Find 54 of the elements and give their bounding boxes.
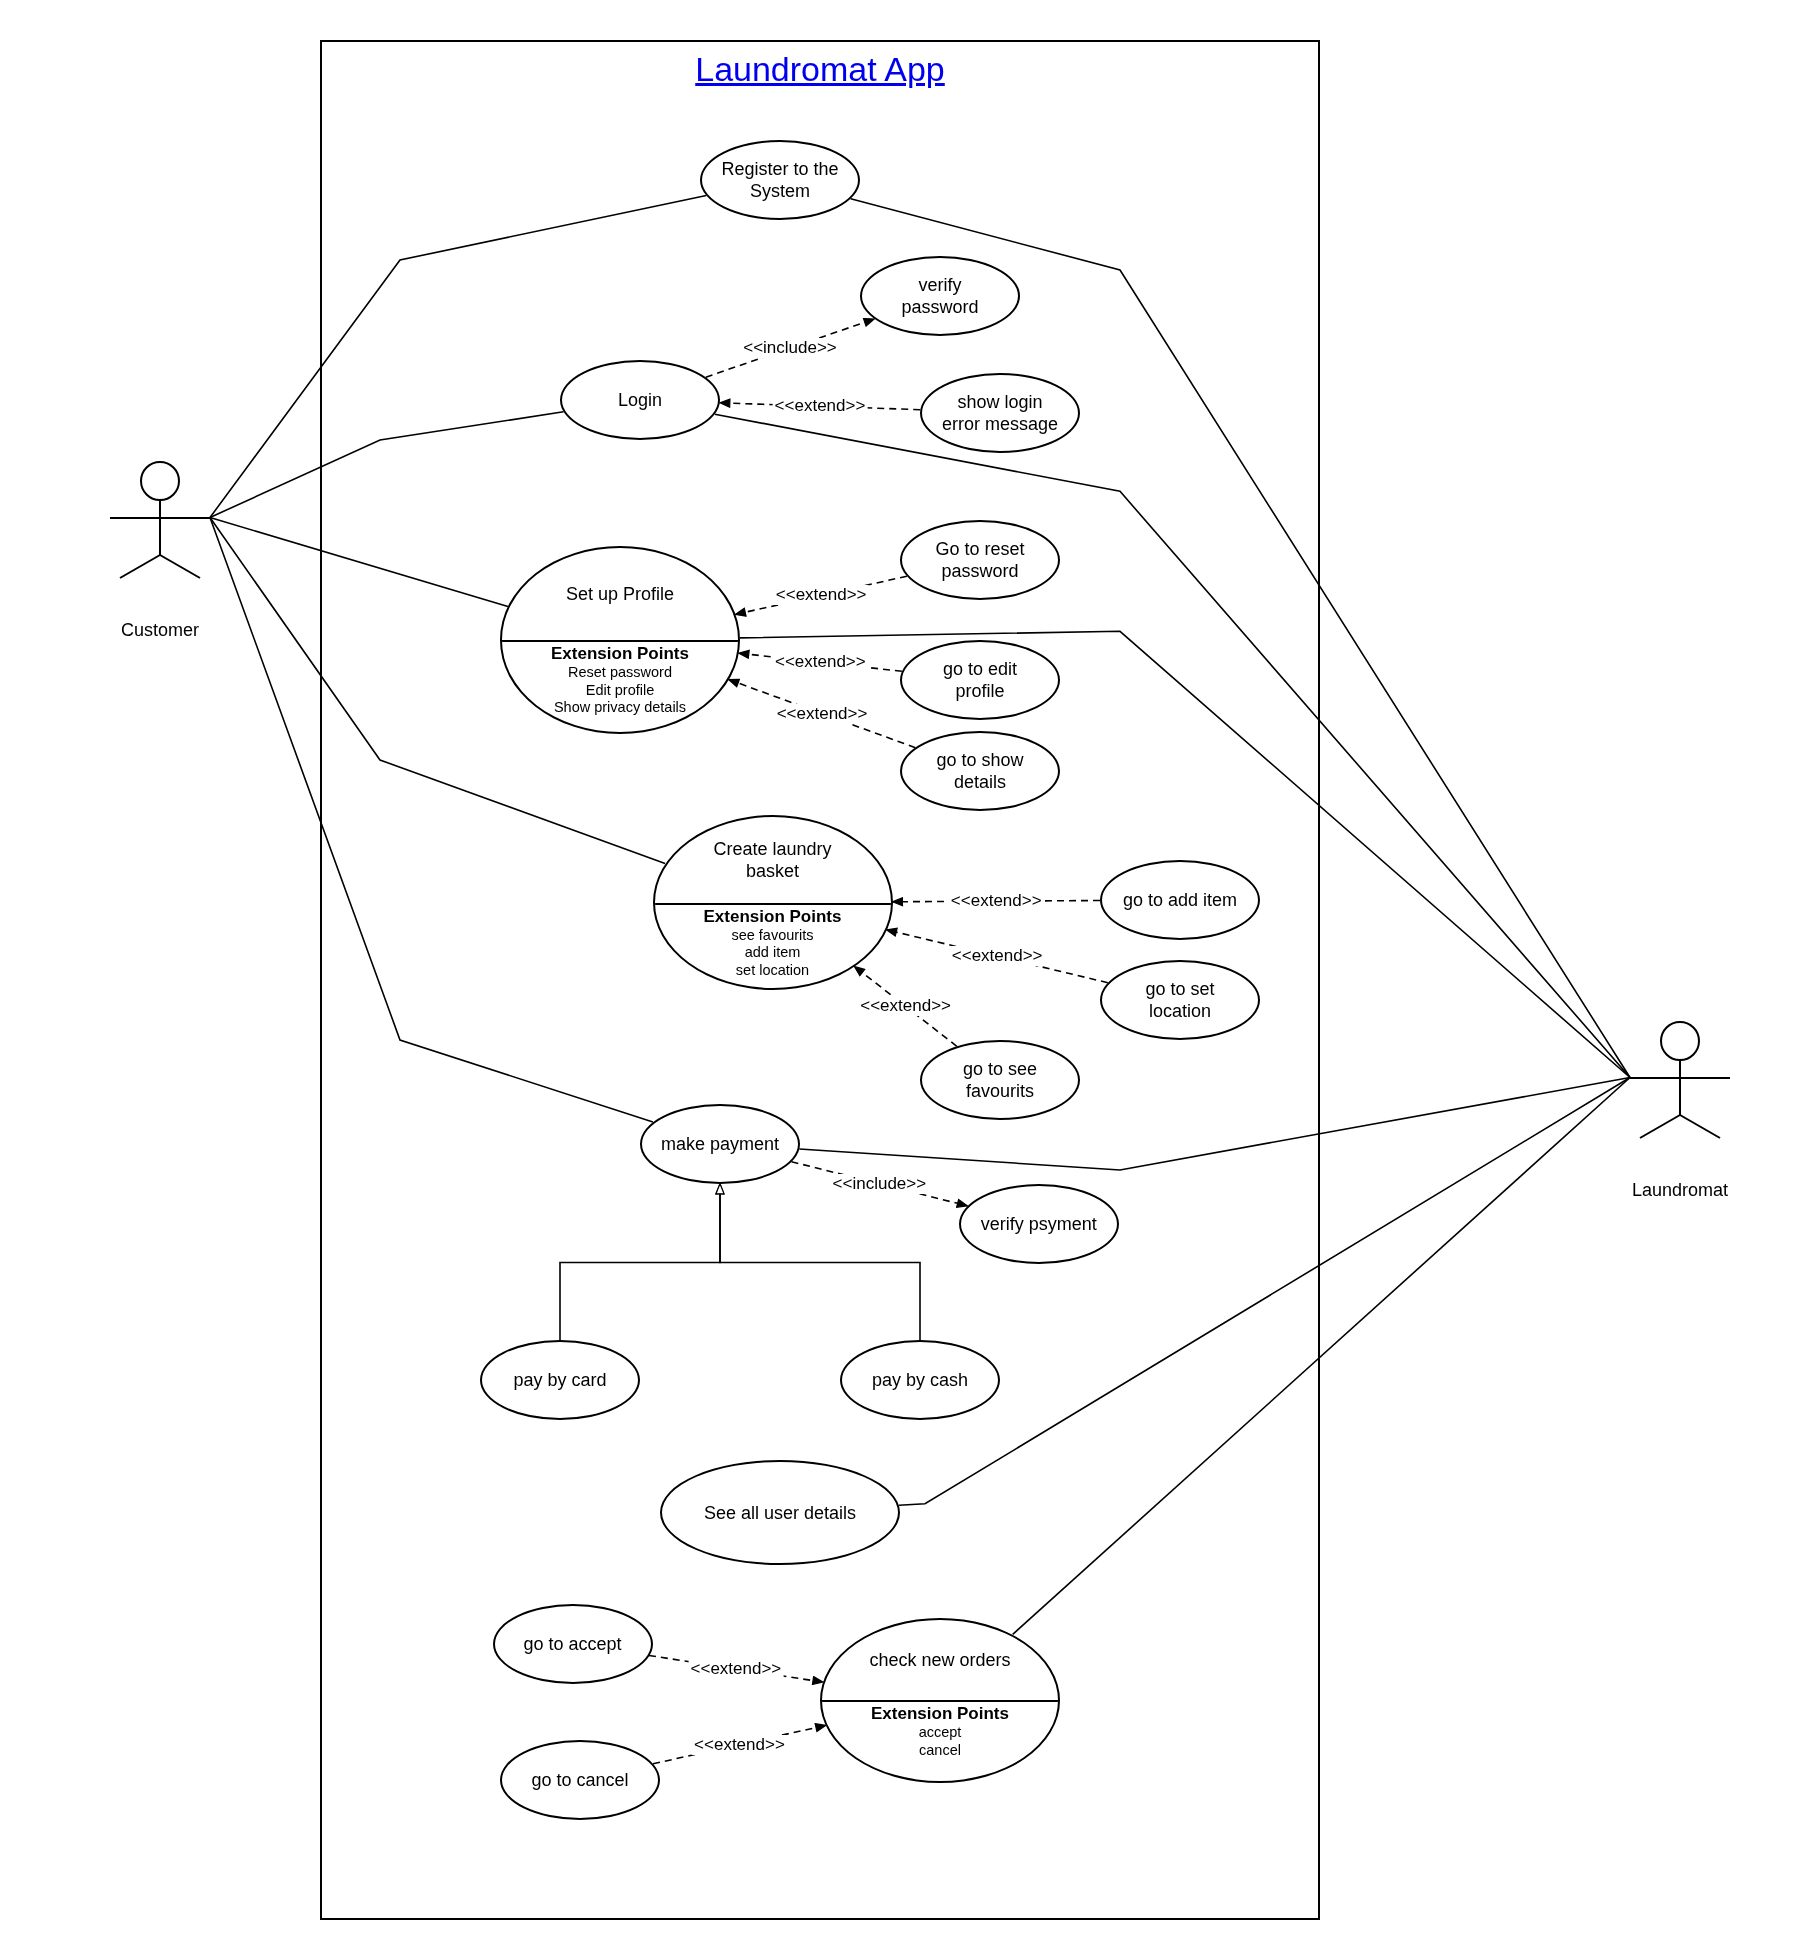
edge-label: <<include>> [741,338,839,359]
use-case-name: Register to the System [720,158,840,202]
extension-point: cancel [919,1741,961,1759]
extension-points-heading: Extension Points [703,906,842,927]
edge-label: <<extend>> [949,946,1045,967]
edge-label: <<extend>> [692,1734,787,1755]
association-line [209,194,708,519]
extension-points-heading: Extension Points [871,1704,1009,1724]
use-case-name: Set up Profile [565,583,675,606]
edge-label: <<extend>> [774,703,870,724]
system-title: Laundromat App [695,50,945,88]
edge-label: <<extend>> [773,585,869,606]
actor-name: Customer [120,619,200,642]
use-case-name: check new orders [869,1648,1011,1671]
edge-label: <<include>> [830,1173,929,1194]
use-case-name: go to cancel [531,1769,629,1791]
use-case-name: go to set location [1144,978,1216,1022]
edge-label: <<extend>> [688,1658,784,1679]
dashed-arrow [853,965,958,1048]
extension-points-heading: Extension Points [551,644,689,664]
generalization-arrow [715,1183,921,1341]
edge-label: <<extend>> [858,996,953,1017]
use-case-name: See all user details [703,1501,857,1524]
use-case-name: go to show details [935,749,1025,794]
extension-point: Edit profile [585,681,655,699]
actor-name: Laundromat [1630,1179,1730,1202]
use-case-name: show login error message [940,390,1059,435]
extension-point: see favourits [731,926,814,944]
use-case-name: go to accept [523,1632,622,1655]
association-line [209,516,509,608]
use-case-name: go to edit profile [941,658,1019,702]
use-case-name: pay by cash [871,1369,969,1391]
use-case-name: verify psyment [980,1212,1097,1235]
association-line [209,516,666,865]
association-line [209,516,654,1123]
association-line [1011,1076,1631,1636]
use-case-name: go to see favourits [961,1058,1039,1102]
extension-point: set location [735,961,810,979]
use-case-name: verify password [900,274,980,319]
system-boundary [320,40,1320,1920]
extension-point: add item [744,944,801,962]
extension-point: accept [918,1724,962,1742]
association-line [739,630,1631,1079]
extension-point: Show privacy details [553,699,687,717]
use-case-name: Create laundry basket [712,837,833,882]
association-line [849,197,1631,1079]
use-case-name: Go to reset password [934,538,1026,582]
use-case-name: make payment [660,1132,780,1155]
association-line [898,1076,1631,1507]
association-line [798,1076,1631,1171]
use-case-name: go to add item [1122,889,1238,911]
use-case-name: pay by card [513,1369,607,1391]
extension-point: Reset password [568,664,672,682]
use-case-name: Login [617,389,662,411]
